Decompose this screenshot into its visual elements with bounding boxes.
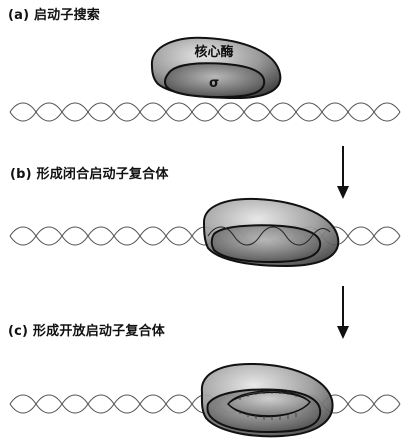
bubble-top-strand	[227, 391, 311, 405]
open-promoter-complex	[200, 362, 334, 438]
panel-c-label: (c) 形成开放启动子复合体	[8, 324, 165, 339]
dna-strand-a-2	[9, 102, 401, 122]
sigma-factor-a	[163, 62, 266, 99]
sigma-label-a: σ	[209, 76, 219, 91]
sigma-factor-b	[210, 224, 322, 264]
core-enzyme-label-a: 核心酶	[194, 44, 233, 60]
dna-strand-a-1	[9, 102, 401, 122]
dna-strand-b-1	[9, 226, 401, 246]
dna-helix-a	[9, 102, 401, 122]
bubble-bases	[239, 390, 297, 420]
down-arrow-2-icon	[337, 286, 349, 339]
closed-promoter-complex	[202, 197, 340, 268]
dna-through-complex-b	[207, 226, 331, 246]
rna-polymerase-a: 核心酶 σ	[150, 36, 282, 100]
panel-b-label: (b) 形成闭合启动子复合体	[10, 167, 169, 182]
panel-a-label: (a) 启动子搜索	[8, 8, 100, 23]
down-arrow-1-icon	[337, 146, 349, 199]
bubble-bottom-strand	[227, 401, 311, 417]
